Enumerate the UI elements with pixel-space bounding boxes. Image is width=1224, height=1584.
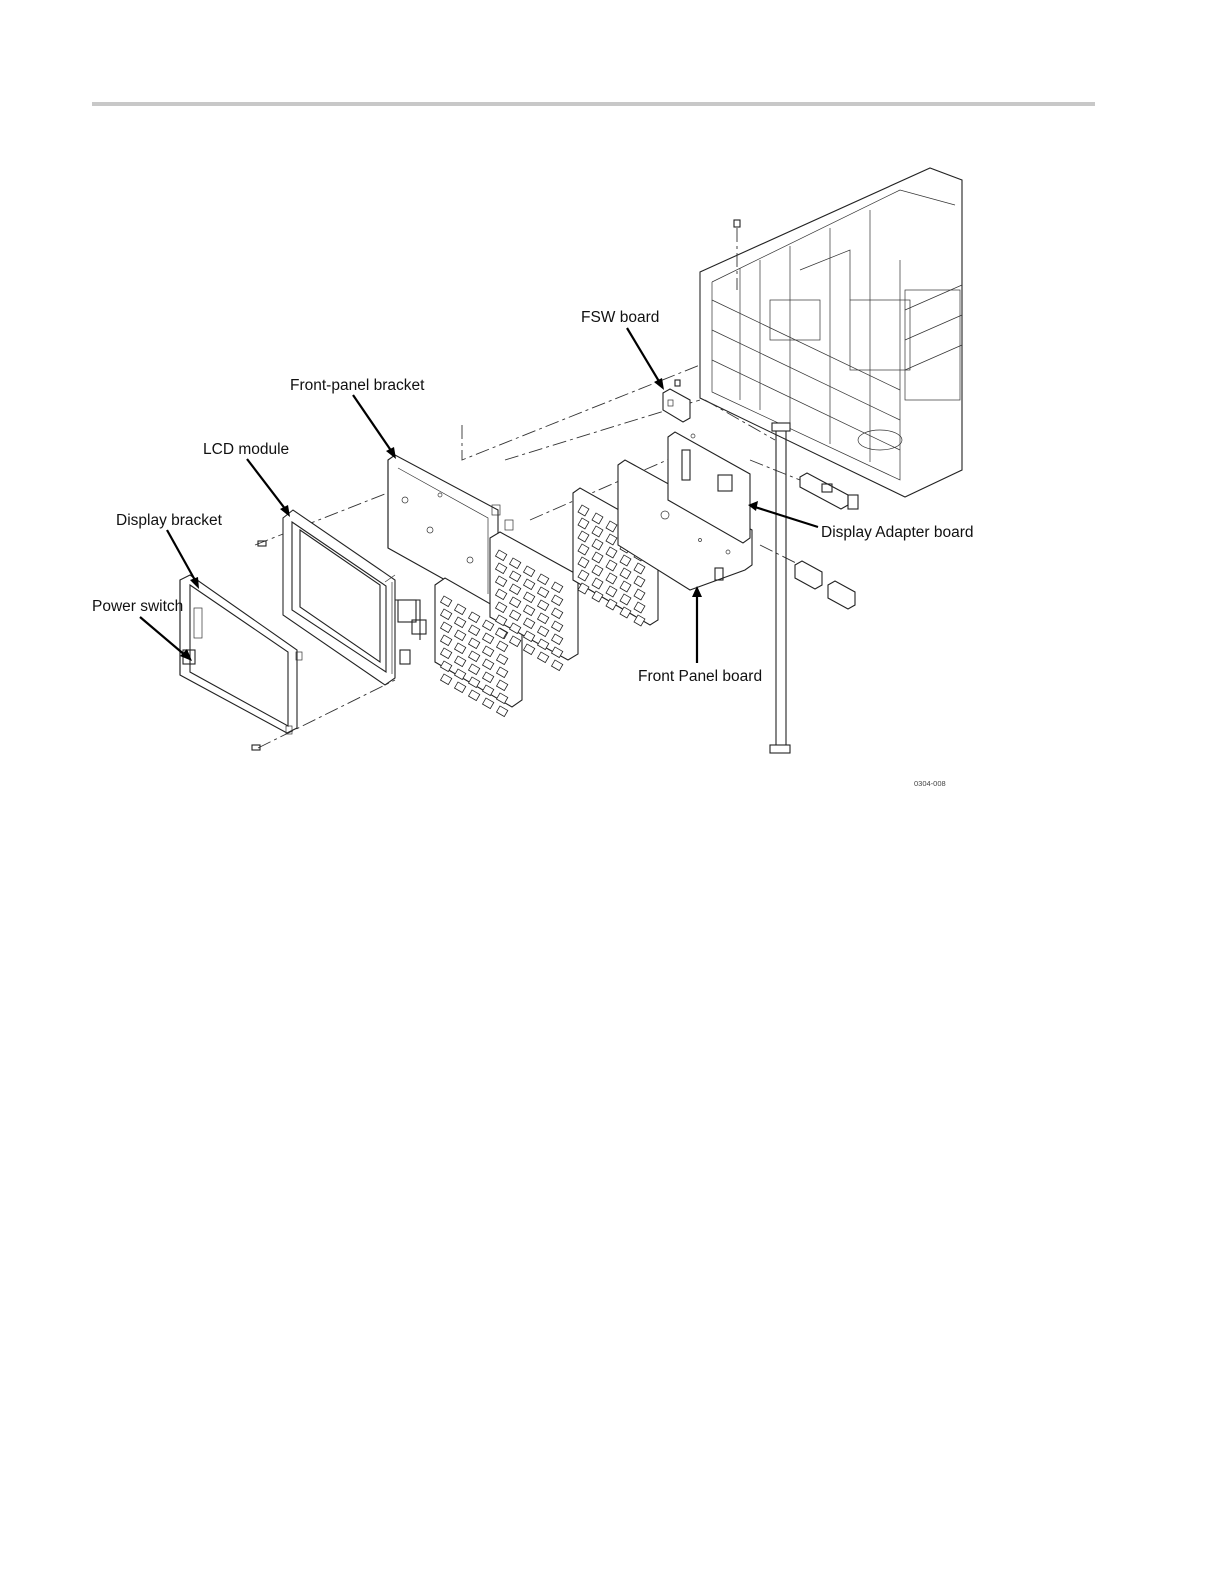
arrow-front-panel-bracket [353, 395, 392, 452]
keypad-key [497, 706, 508, 717]
label-fsw-board: FSW board [581, 309, 659, 326]
label-front-panel-bracket: Front-panel bracket [290, 377, 425, 394]
chassis-frame [700, 168, 962, 497]
keypad-key [538, 652, 549, 663]
connector-boards [795, 473, 858, 609]
arrow-fsw-board [627, 328, 660, 383]
keypad-key [455, 682, 466, 693]
arrow-power-switch [140, 617, 186, 656]
keypad-key [552, 660, 563, 671]
arrow-lcd-module [247, 459, 286, 510]
keypad-key [469, 690, 480, 701]
label-display-adapter-board: Display Adapter board [821, 524, 974, 541]
fsw-board [663, 380, 690, 422]
label-front-panel-board: Front Panel board [638, 668, 762, 685]
arrow-display-bracket [167, 530, 196, 582]
keypad-key [441, 674, 452, 685]
keypad-key [524, 644, 535, 655]
label-display-bracket: Display bracket [116, 512, 223, 529]
label-lcd-module: LCD module [203, 441, 289, 458]
ribbon-cable [770, 423, 790, 753]
keypad-key [483, 698, 494, 709]
label-power-switch: Power switch [92, 598, 183, 615]
figure-id: 0304-008 [914, 779, 946, 788]
